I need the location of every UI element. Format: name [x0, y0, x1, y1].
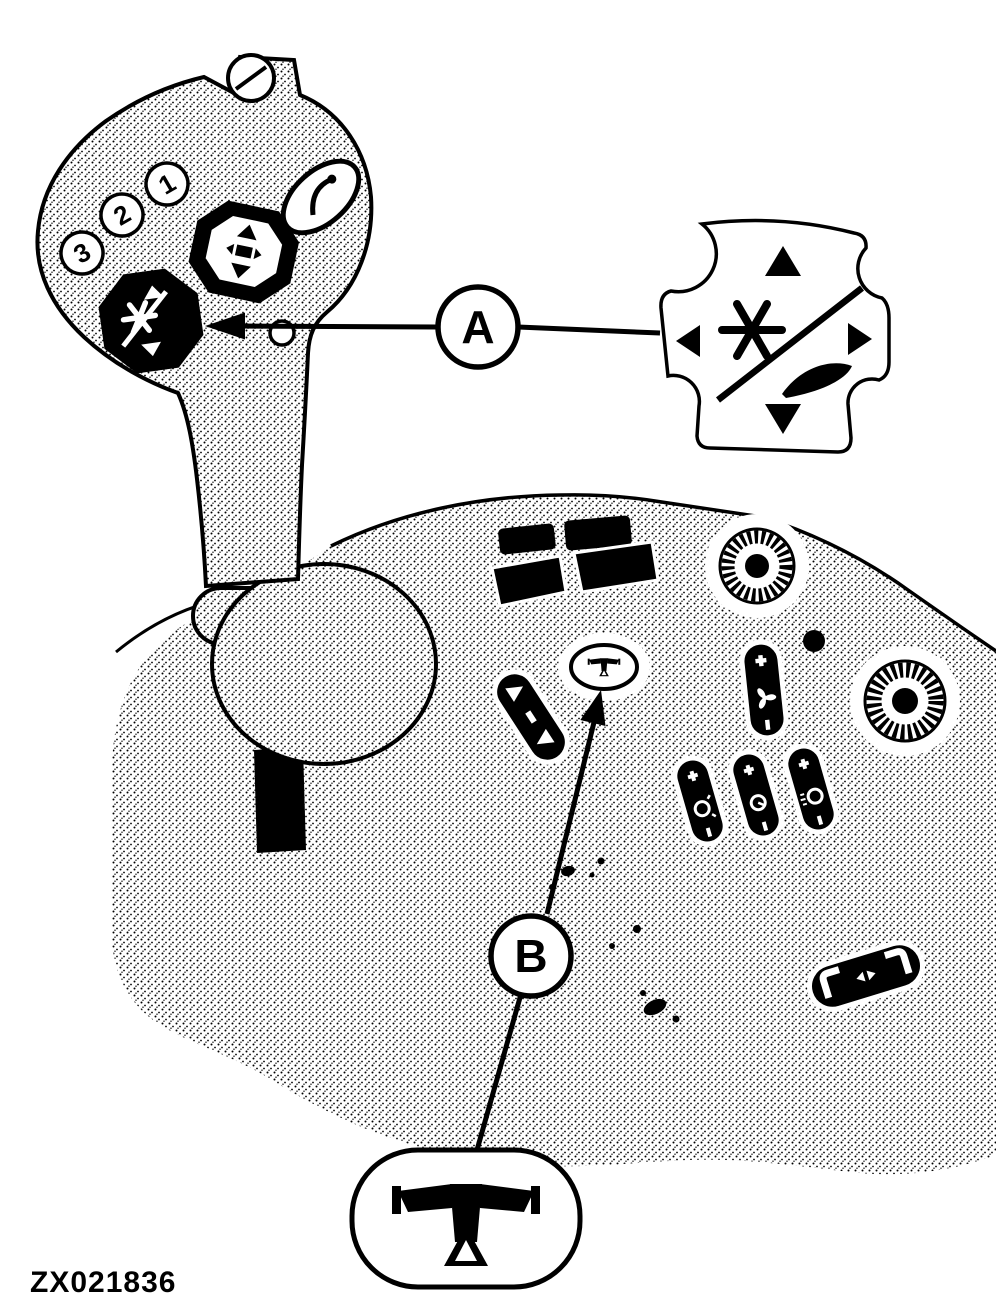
fan-icon — [757, 688, 777, 709]
heat-pill-button — [783, 743, 839, 835]
arrow-a-head-icon — [205, 312, 245, 340]
detail-a-pad — [659, 218, 891, 454]
joystick-handle — [35, 54, 374, 589]
snowflake-rocker-button — [98, 268, 204, 374]
up-arrow-icon — [236, 224, 257, 241]
center-rocker-button — [188, 200, 300, 304]
arrow-b-head-icon — [580, 690, 606, 726]
console-dot — [803, 630, 825, 652]
pad-outline — [659, 218, 891, 454]
figure-code-label: ZX021836 — [30, 1266, 176, 1299]
gear-button-1: 1 — [144, 161, 190, 207]
gauge-pill-button — [728, 749, 784, 841]
callout-b: B — [474, 690, 606, 1151]
gear-button-3: 3 — [59, 230, 105, 276]
down-arrow-icon — [231, 262, 251, 279]
seat-pill-button — [807, 940, 925, 1012]
hitch-pill-button — [492, 669, 570, 765]
down-arrow-icon — [765, 404, 801, 434]
light-icon — [693, 794, 717, 818]
snowflake-icon — [718, 300, 786, 360]
up-arrow-icon — [143, 285, 164, 300]
detail-b-button — [349, 1147, 583, 1290]
callout-a-label: A — [461, 301, 494, 353]
left-arrow-icon — [676, 325, 700, 357]
diagonal-icon — [716, 285, 864, 403]
console-edge-line-right — [761, 515, 996, 653]
diagonal-icon — [121, 290, 169, 348]
right-arrow-icon — [848, 323, 872, 355]
rocker-switch-large-right — [572, 540, 660, 594]
callout-b-label: B — [514, 930, 547, 982]
console-oval-button — [558, 633, 650, 701]
rocker-switch-small-right — [564, 515, 632, 551]
down-arrow-icon — [141, 341, 161, 357]
rotary-knob-top — [705, 514, 809, 618]
seat-icon-right — [883, 948, 913, 975]
callout-a: A — [205, 284, 661, 370]
winged-up-arrow-icon — [392, 1184, 540, 1266]
rotary-knob-right — [850, 646, 960, 756]
rocker-switch-small-left — [498, 523, 556, 555]
screw-slot-icon — [234, 65, 268, 91]
gear-button-2: 2 — [99, 192, 145, 238]
rocker-switch-large-left — [490, 554, 568, 608]
rocker-switches — [490, 515, 660, 608]
joystick-shaft — [254, 747, 306, 853]
screw-button — [226, 53, 276, 103]
heat-icon — [800, 787, 824, 806]
gauge-icon — [749, 794, 767, 812]
swoosh-icon — [782, 363, 852, 398]
console-edge-line — [330, 493, 763, 548]
up-arrow-icon — [765, 246, 801, 276]
joystick-boot — [210, 562, 438, 766]
worklight-pill-button — [672, 755, 728, 847]
fan-pill-button — [739, 639, 789, 741]
joystick-group: 1 2 3 — [35, 53, 438, 853]
seat-icon-left — [819, 966, 840, 999]
